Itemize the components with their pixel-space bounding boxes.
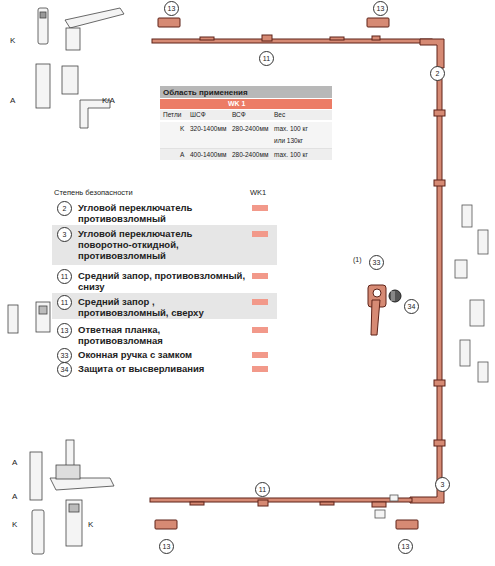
callout-number: 34 — [404, 299, 419, 314]
callout-number: 13 — [57, 323, 72, 338]
callout-number: 3 — [57, 227, 72, 242]
callout-number: 11 — [259, 51, 274, 66]
table-cell: max. 100 кг — [274, 125, 308, 132]
legend-swatch — [252, 205, 268, 211]
callout-number: 3 — [435, 477, 450, 492]
callout-number: 34 — [57, 362, 72, 377]
callout-number: 33 — [57, 348, 72, 363]
callout-number: 11 — [57, 295, 72, 310]
callout-number: 11 — [255, 482, 270, 497]
table-row — [160, 110, 332, 120]
callout-number: 11 — [57, 269, 72, 284]
legend-band — [52, 293, 277, 319]
table-cell: Петли — [163, 111, 181, 118]
text-label: A — [12, 492, 17, 501]
table-cell: Вес — [274, 111, 285, 118]
legend-text: Ответная планка, противовзломная — [78, 324, 246, 346]
text-label: K/A — [102, 96, 115, 105]
table-cell: 320-1400мм — [190, 125, 226, 132]
callout-number: 2 — [57, 201, 72, 216]
table-cell: 280-2400мм — [232, 151, 268, 158]
legend-text: Средний запор , противовзломный, сверху — [78, 296, 246, 318]
legend-swatch — [252, 273, 268, 279]
table-cell: Область применения — [163, 88, 248, 97]
callout-number: 33 — [369, 255, 384, 270]
legend-text: Средний запор, противовзломный, снизу — [78, 270, 246, 292]
table-cell: A — [180, 151, 184, 158]
legend-swatch — [252, 231, 268, 237]
text-label: A — [10, 96, 15, 105]
callout-number: 13 — [373, 1, 388, 16]
callout-number: 13 — [159, 539, 174, 554]
legend-text: Защита от высверливания — [78, 363, 246, 374]
table-row — [160, 149, 332, 160]
callout-number: 13 — [164, 1, 179, 16]
text-label: K — [12, 520, 17, 529]
table-row — [160, 122, 332, 148]
callout-number: 2 — [430, 66, 445, 81]
text-label: A — [12, 458, 17, 467]
table-cell: или 130кг — [274, 137, 303, 144]
legend-swatch — [252, 299, 268, 305]
table-cell: 280-2400мм — [232, 125, 268, 132]
table-cell: K — [180, 125, 184, 132]
legend-band — [52, 225, 277, 265]
legend-text: Угловой переключатель поворотно-откидной… — [78, 228, 246, 261]
legend-text: Угловой переключатель противовзломный — [78, 202, 246, 224]
table-class-band — [160, 99, 332, 109]
legend-swatch — [252, 327, 268, 333]
legend-swatch — [252, 366, 268, 372]
text-label: WK1 — [250, 188, 266, 197]
text-label: Степень безопасности — [54, 188, 133, 197]
table-cell: ВСФ — [232, 111, 246, 118]
text-label: K — [88, 520, 93, 529]
table-cell: max. 100 кг — [274, 151, 308, 158]
table-cell: ШСФ — [190, 111, 206, 118]
table-cell: WK 1 — [228, 100, 246, 107]
table-cell: 400-1400мм — [190, 151, 226, 158]
table-header-band — [160, 86, 332, 98]
text-label: K — [10, 36, 15, 45]
text-label: (1) — [353, 256, 362, 263]
callout-number: 13 — [398, 539, 413, 554]
legend-swatch — [252, 352, 268, 358]
legend-text: Оконная ручка с замком — [78, 349, 246, 360]
